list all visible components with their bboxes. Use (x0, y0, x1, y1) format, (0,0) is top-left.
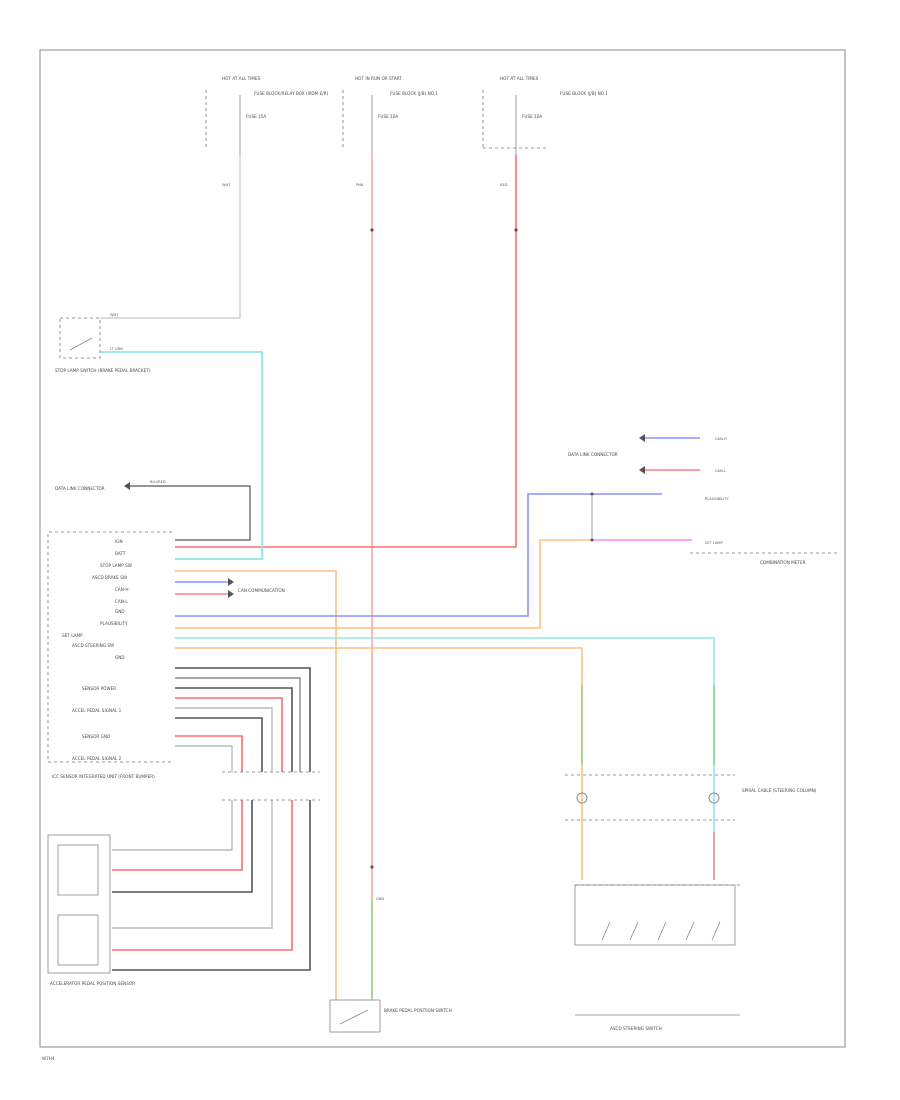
main-module: IGN BATT STOP LAMP SW ASCD BRAKE SW CAN-… (47, 531, 172, 779)
svg-text:HOT IN RUN OR START: HOT IN RUN OR START (355, 76, 402, 81)
stop-lamp-switch: STOP LAMP SWITCH (BRAKE PEDAL BRACKET) W… (55, 313, 151, 373)
svg-text:PLAUSIBILITY: PLAUSIBILITY (705, 497, 729, 501)
svg-text:LT GRN: LT GRN (110, 347, 123, 351)
sensor-wire-bundle (112, 667, 320, 971)
svg-text:PLAUSIBILITY: PLAUSIBILITY (100, 621, 128, 626)
svg-text:DATA LINK CONNECTOR: DATA LINK CONNECTOR (568, 452, 618, 457)
svg-text:ASCD STEERING SW: ASCD STEERING SW (72, 643, 114, 648)
wire-data-link (130, 485, 251, 541)
svg-text:IGN: IGN (115, 539, 123, 544)
svg-text:SENSOR POWER: SENSOR POWER (82, 686, 116, 691)
svg-text:CAN-H: CAN-H (115, 587, 129, 592)
svg-text:SET LAMP: SET LAMP (705, 541, 724, 545)
svg-text:SPIRAL CABLE (STEERING COLUMN): SPIRAL CABLE (STEERING COLUMN) (742, 788, 817, 793)
footer-code: W7H4 (42, 1056, 55, 1061)
wire-blu (175, 493, 662, 617)
svg-text:GRN: GRN (376, 897, 384, 901)
svg-text:ASCD STEERING SWITCH: ASCD STEERING SWITCH (610, 1026, 662, 1031)
wire-lt-grn (100, 351, 263, 560)
svg-text:WHT: WHT (222, 183, 231, 187)
svg-text:WHT: WHT (110, 313, 119, 317)
diagram-frame (39, 49, 846, 1048)
svg-text:PNK: PNK (356, 183, 364, 187)
wire-steering-sw (175, 637, 715, 880)
svg-text:HOT AT ALL TIMES: HOT AT ALL TIMES (222, 76, 261, 81)
svg-text:SET LAMP: SET LAMP (62, 633, 83, 638)
svg-text:CAN-L: CAN-L (715, 469, 726, 473)
svg-text:BLU/RED: BLU/RED (150, 480, 166, 484)
svg-text:FUSE BLOCK (J/B) NO.1: FUSE BLOCK (J/B) NO.1 (390, 91, 438, 96)
svg-text:CAN-H: CAN-H (715, 437, 727, 441)
fuse-block-3: HOT AT ALL TIMES FUSE 10A FUSE BLOCK (J/… (482, 76, 608, 187)
accel-pedal-sensor: ACCELERATOR PEDAL POSITION SENSOR (47, 834, 135, 986)
svg-text:RED: RED (500, 183, 508, 187)
svg-text:CAN COMMUNICATION: CAN COMMUNICATION (238, 588, 285, 593)
svg-text:ASCD BRAKE SW: ASCD BRAKE SW (92, 575, 127, 580)
wire-red (175, 155, 517, 548)
svg-text:STOP LAMP SW: STOP LAMP SW (100, 563, 132, 568)
wire-wht (100, 155, 241, 319)
svg-text:FUSE 15A: FUSE 15A (246, 114, 266, 119)
wire-org-meter (175, 539, 592, 629)
fuse-block-1: HOT AT ALL TIMES FUSE 15A FUSE BLOCK/REL… (205, 76, 329, 187)
svg-text:BATT: BATT (115, 551, 126, 556)
svg-text:GND: GND (115, 609, 125, 614)
svg-text:STOP LAMP SWITCH (BRAKE PEDAL: STOP LAMP SWITCH (BRAKE PEDAL BRACKET) (55, 368, 151, 373)
svg-text:ACCELERATOR PEDAL POSITION SEN: ACCELERATOR PEDAL POSITION SENSOR (50, 981, 135, 986)
svg-text:GND: GND (115, 655, 125, 660)
data-link-connector: DATA LINK CONNECTOR BLU/RED (55, 480, 166, 491)
svg-text:HOT AT ALL TIMES: HOT AT ALL TIMES (500, 76, 539, 81)
svg-text:FUSE 10A: FUSE 10A (378, 114, 398, 119)
svg-text:FUSE BLOCK/RELAY BOX (IPDM E/R: FUSE BLOCK/RELAY BOX (IPDM E/R) (254, 91, 329, 96)
svg-text:ICC SENSOR INTEGRATED UNIT (FR: ICC SENSOR INTEGRATED UNIT (FRONT BUMPER… (52, 774, 155, 779)
fuse-block-2: HOT IN RUN OR START FUSE 10A FUSE BLOCK … (342, 76, 438, 187)
svg-text:ACCEL PEDAL SIGNAL 2: ACCEL PEDAL SIGNAL 2 (72, 756, 122, 761)
ascd-steering-switch: ASCD STEERING SWITCH (574, 884, 740, 1031)
wire-org-brake (175, 570, 337, 1000)
svg-text:ACCEL PEDAL SIGNAL 1: ACCEL PEDAL SIGNAL 1 (72, 708, 122, 713)
svg-text:COMBINATION METER: COMBINATION METER (760, 560, 806, 565)
brake-pedal-switch: BRAKE PEDAL POSITION SWITCH GRN (329, 897, 452, 1033)
svg-text:BRAKE PEDAL POSITION SWITCH: BRAKE PEDAL POSITION SWITCH (384, 1008, 452, 1013)
svg-text:CAN-L: CAN-L (115, 599, 128, 604)
svg-text:DATA LINK CONNECTOR: DATA LINK CONNECTOR (55, 486, 105, 491)
wire-steering-gnd (175, 647, 583, 880)
svg-text:FUSE BLOCK (J/B) NO.1: FUSE BLOCK (J/B) NO.1 (560, 91, 608, 96)
spiral-cable: SPIRAL CABLE (STEERING COLUMN) (565, 774, 817, 821)
svg-text:FUSE 10A: FUSE 10A (522, 114, 542, 119)
svg-text:SENSOR GND: SENSOR GND (82, 734, 110, 739)
